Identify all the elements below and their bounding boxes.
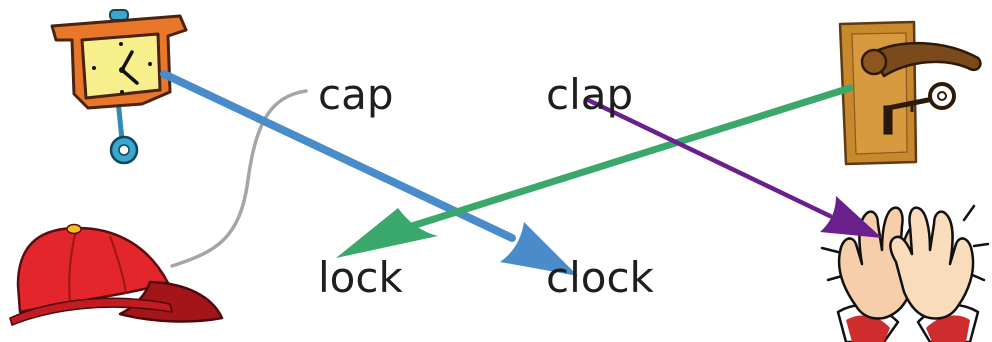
cap-picture[interactable] [9, 223, 224, 327]
clap-connection-arrow [585, 97, 882, 238]
door-lock-picture[interactable] [838, 20, 982, 166]
clapping-hands-picture[interactable] [820, 204, 990, 342]
clock-picture[interactable] [50, 9, 188, 165]
word-clap[interactable]: clap [546, 70, 634, 119]
word-cap[interactable]: cap [318, 70, 394, 119]
cap-connection-curve [170, 89, 308, 268]
word-clock[interactable]: clock [546, 253, 654, 302]
word-lock[interactable]: lock [318, 253, 403, 302]
lock-connection-arrow [336, 84, 854, 258]
